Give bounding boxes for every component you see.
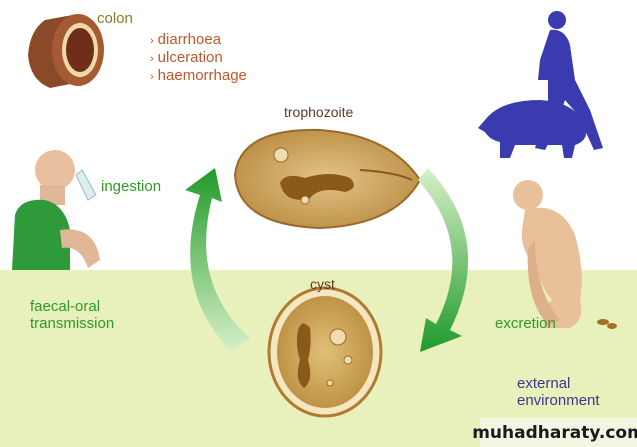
- colon-illustration: [28, 14, 104, 88]
- bullet-icon: ›: [150, 71, 154, 83]
- bullet-icon: ›: [150, 35, 154, 47]
- symptom-diarrhoea: ›diarrhoea: [150, 31, 222, 48]
- symptom-ulceration: ›ulceration: [150, 49, 223, 66]
- ingestion-arrow: [185, 168, 250, 352]
- faecal-oral-label-line1: faecal-oral: [30, 298, 101, 315]
- symptom-haemorrhage: ›haemorrhage: [150, 67, 247, 84]
- watermark: muhadharaty.com: [472, 418, 637, 447]
- excretion-label: excretion: [495, 315, 556, 332]
- trophozoite-illustration: [233, 128, 422, 230]
- excretion-arrow: [418, 168, 469, 352]
- colon-label: colon: [97, 10, 133, 27]
- bullet-icon: ›: [150, 53, 154, 65]
- cyst-illustration: [267, 286, 383, 418]
- host-silhouettes: [478, 11, 603, 158]
- human-squatting-illustration: [513, 180, 617, 329]
- faecal-oral-label-line2: transmission: [30, 315, 115, 332]
- ingestion-label: ingestion: [101, 178, 162, 195]
- trophozoite-label: trophozoite: [284, 104, 354, 120]
- external-environment-label-line1: external: [517, 375, 571, 392]
- external-environment-label-line2: environment: [517, 392, 600, 409]
- cyst-label: cyst: [310, 276, 335, 292]
- human-drinking-illustration: [12, 150, 100, 270]
